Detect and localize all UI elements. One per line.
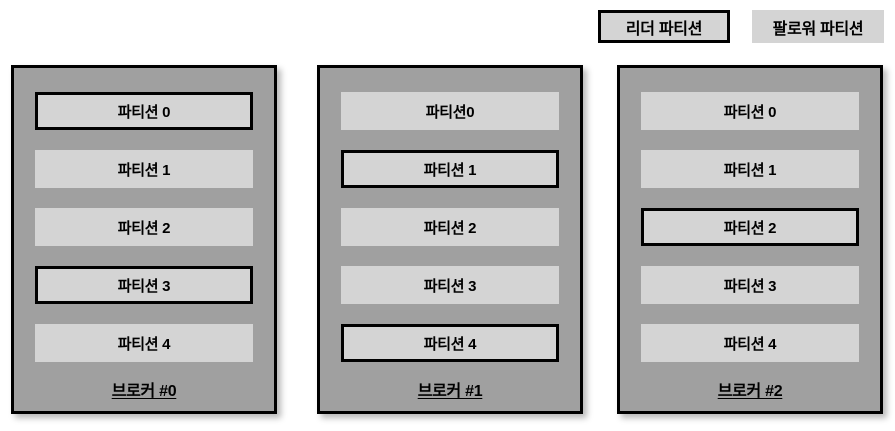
- partition-row: 파티션 2: [35, 208, 253, 246]
- partition-label: 파티션 1: [117, 161, 171, 179]
- partition-label: 파티션 2: [117, 219, 171, 237]
- broker-label-text: 브로커 #2: [717, 383, 783, 400]
- partition-list-1: 파티션0 파티션 1 파티션 2 파티션 3 파티션 4: [341, 92, 559, 382]
- broker-box-0: 파티션 0 파티션 1 파티션 2 파티션 3 파티션 4 브로커 #0: [11, 65, 277, 414]
- partition-label: 파티션 3: [723, 277, 777, 295]
- legend-item-leader-partition: 리더 파티션: [598, 10, 730, 43]
- partition-label: 파티션 2: [723, 219, 777, 237]
- partition-row: 파티션 0: [35, 92, 253, 130]
- partition-row: 파티션 4: [641, 324, 859, 362]
- legend-leader-label: 리더 파티션: [625, 20, 703, 38]
- partition-label: 파티션 1: [723, 161, 777, 179]
- partition-list-2: 파티션 0 파티션 1 파티션 2 파티션 3 파티션 4: [641, 92, 859, 382]
- broker-label-2: 브로커 #2: [620, 377, 880, 401]
- partition-row: 파티션 0: [641, 92, 859, 130]
- partition-row: 파티션 3: [35, 266, 253, 304]
- partition-list-0: 파티션 0 파티션 1 파티션 2 파티션 3 파티션 4: [35, 92, 253, 382]
- partition-label: 파티션 1: [423, 161, 477, 179]
- partition-label: 파티션 2: [423, 219, 477, 237]
- legend-follower-label: 팔로워 파티션: [772, 20, 864, 38]
- partition-label: 파티션 4: [723, 335, 777, 353]
- partition-row: 파티션 3: [341, 266, 559, 304]
- broker-label-0: 브로커 #0: [14, 377, 274, 401]
- broker-box-1: 파티션0 파티션 1 파티션 2 파티션 3 파티션 4 브로커 #1: [317, 65, 583, 414]
- partition-row: 파티션 2: [341, 208, 559, 246]
- partition-label: 파티션 3: [117, 277, 171, 295]
- legend: 리더 파티션 팔로워 파티션: [598, 10, 884, 43]
- broker-box-2: 파티션 0 파티션 1 파티션 2 파티션 3 파티션 4 브로커 #2: [617, 65, 883, 414]
- partition-label: 파티션 0: [117, 103, 171, 121]
- partition-row: 파티션 4: [35, 324, 253, 362]
- partition-row: 파티션 1: [641, 150, 859, 188]
- broker-label-text: 브로커 #0: [111, 383, 177, 400]
- legend-item-follower-partition: 팔로워 파티션: [752, 10, 884, 43]
- broker-label-1: 브로커 #1: [320, 377, 580, 401]
- partition-label: 파티션 3: [423, 277, 477, 295]
- partition-label: 파티션 4: [117, 335, 171, 353]
- partition-row: 파티션 1: [35, 150, 253, 188]
- partition-label: 파티션 0: [723, 103, 777, 121]
- partition-label: 파티션 4: [423, 335, 477, 353]
- broker-label-text: 브로커 #1: [417, 383, 483, 400]
- partition-row: 파티션 1: [341, 150, 559, 188]
- partition-row: 파티션 3: [641, 266, 859, 304]
- partition-row: 파티션 2: [641, 208, 859, 246]
- partition-row: 파티션 4: [341, 324, 559, 362]
- partition-row: 파티션0: [341, 92, 559, 130]
- partition-label: 파티션0: [425, 103, 475, 121]
